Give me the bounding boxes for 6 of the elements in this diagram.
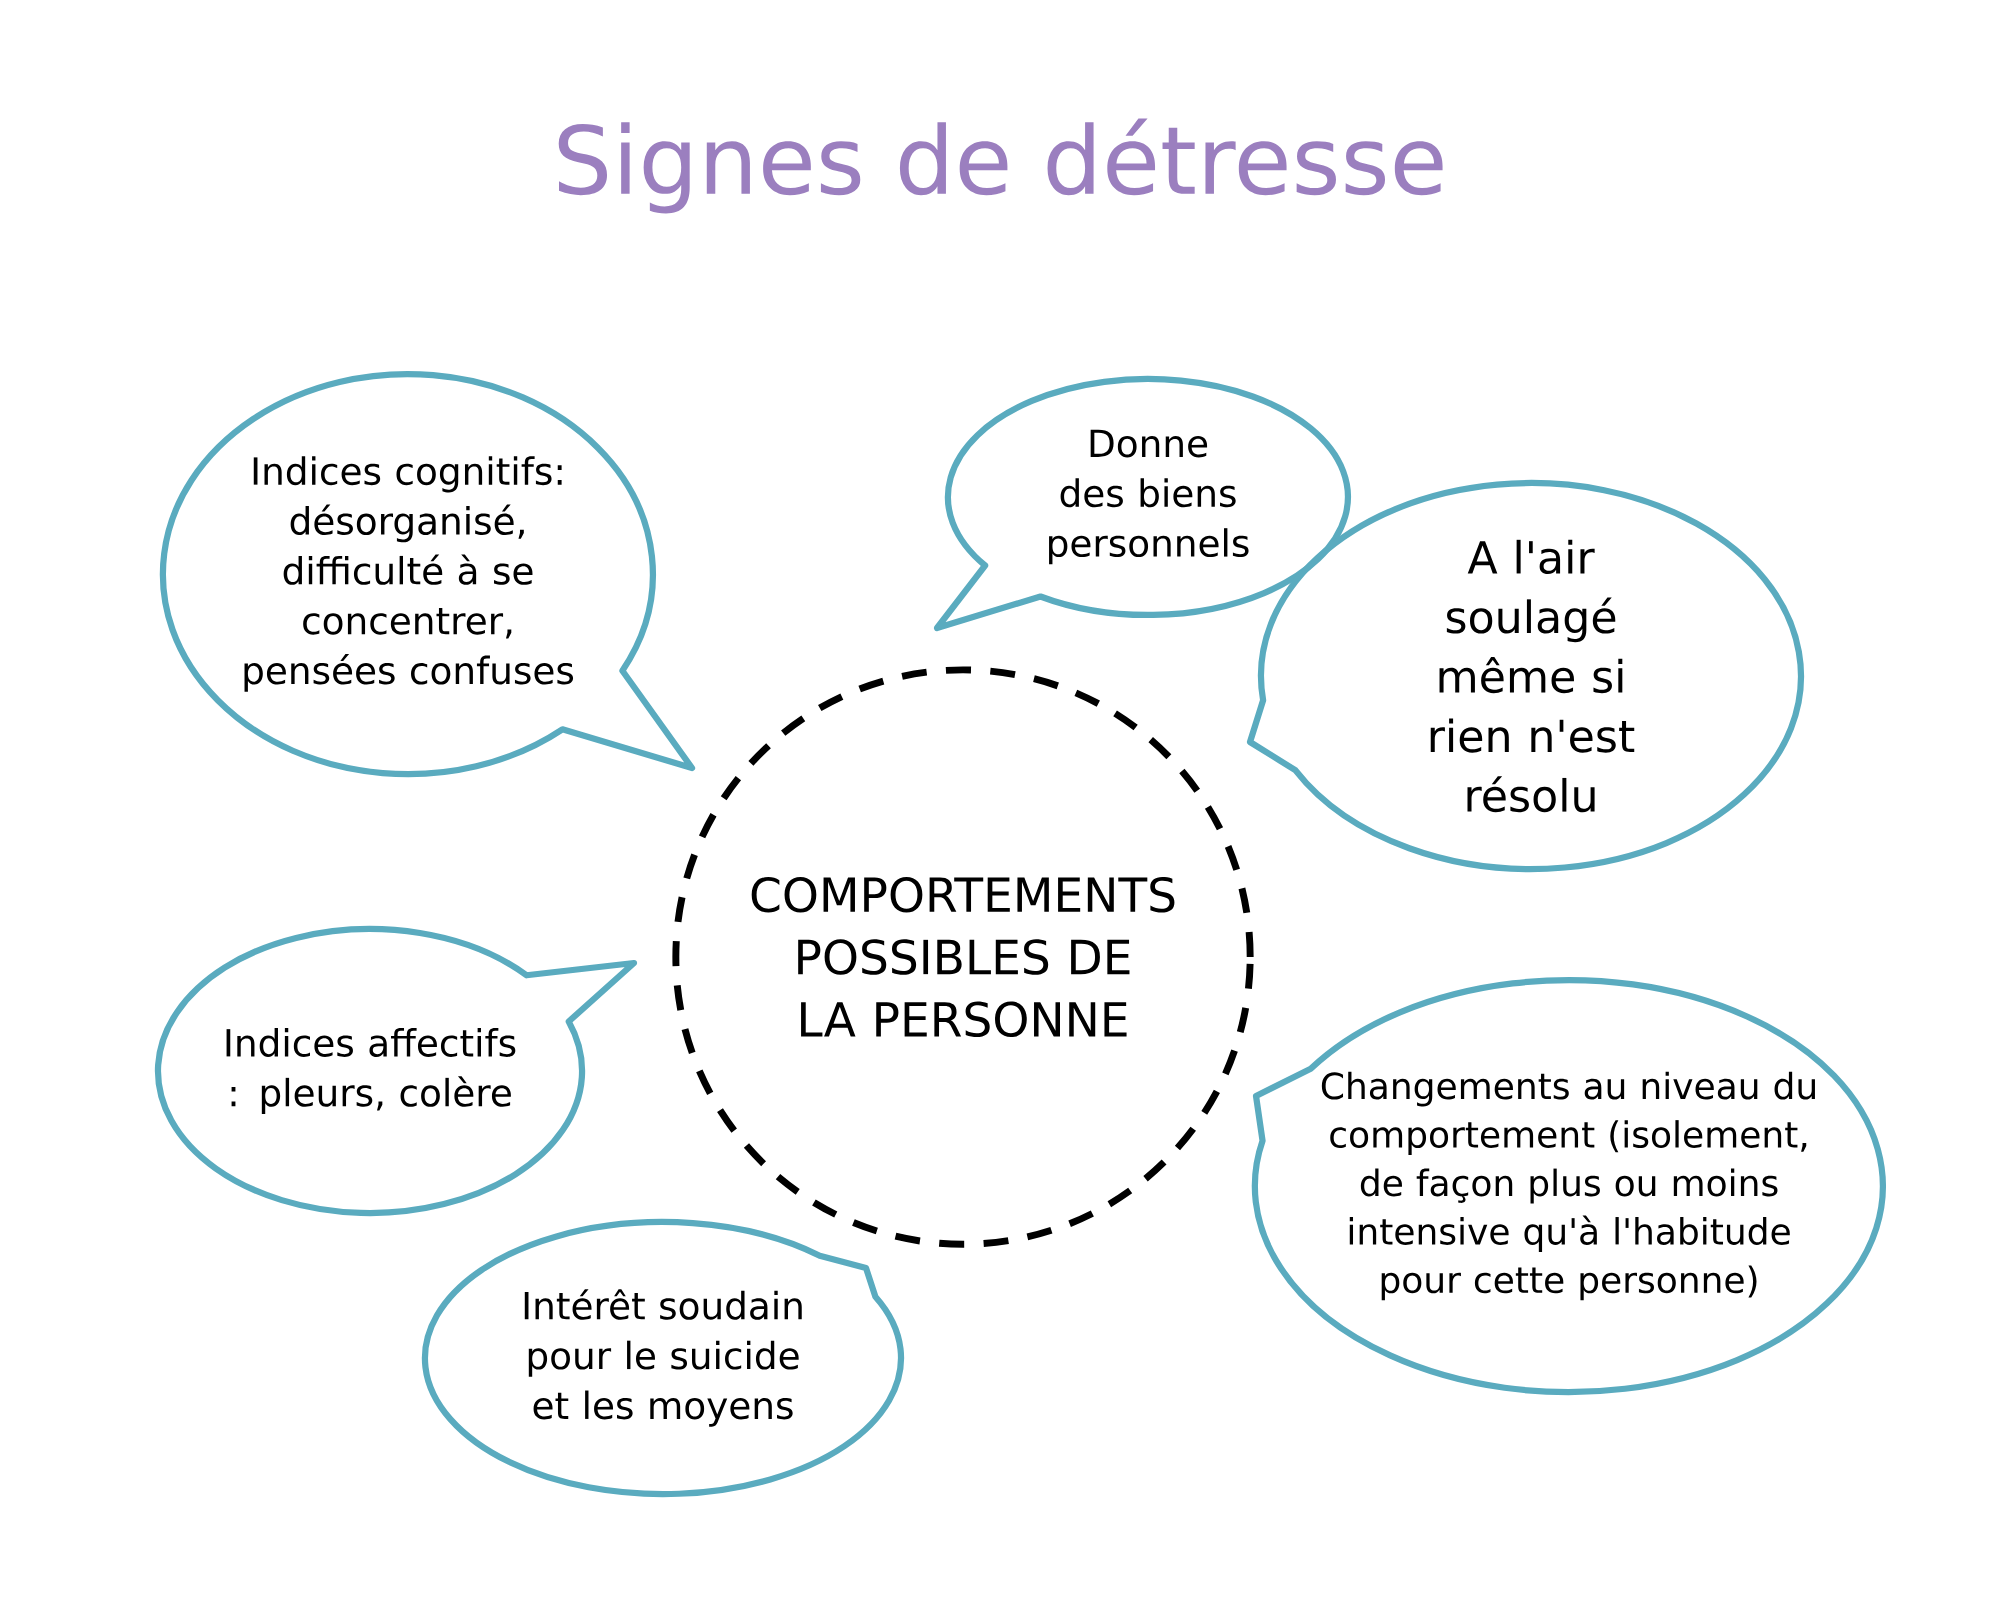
speech-bubble: Indices cognitifs: désorganisé, difficulté à se concentrer, pensées confuses [159,371,696,778]
speech-bubble: Indices affectifs : pleurs, colère [155,926,638,1217]
title: Signes de détresse [558,118,1443,214]
speech-bubble: Intérêt soudain pour le suicide et les moyens [422,1218,904,1497]
speech-bubble: Changements au niveau du comportement (isolement, de façon plus ou moins intensive qu'à l'habitude pour cette personne) [1251,977,1886,1395]
speech-bubble: Donne des biens personnels [933,375,1351,632]
